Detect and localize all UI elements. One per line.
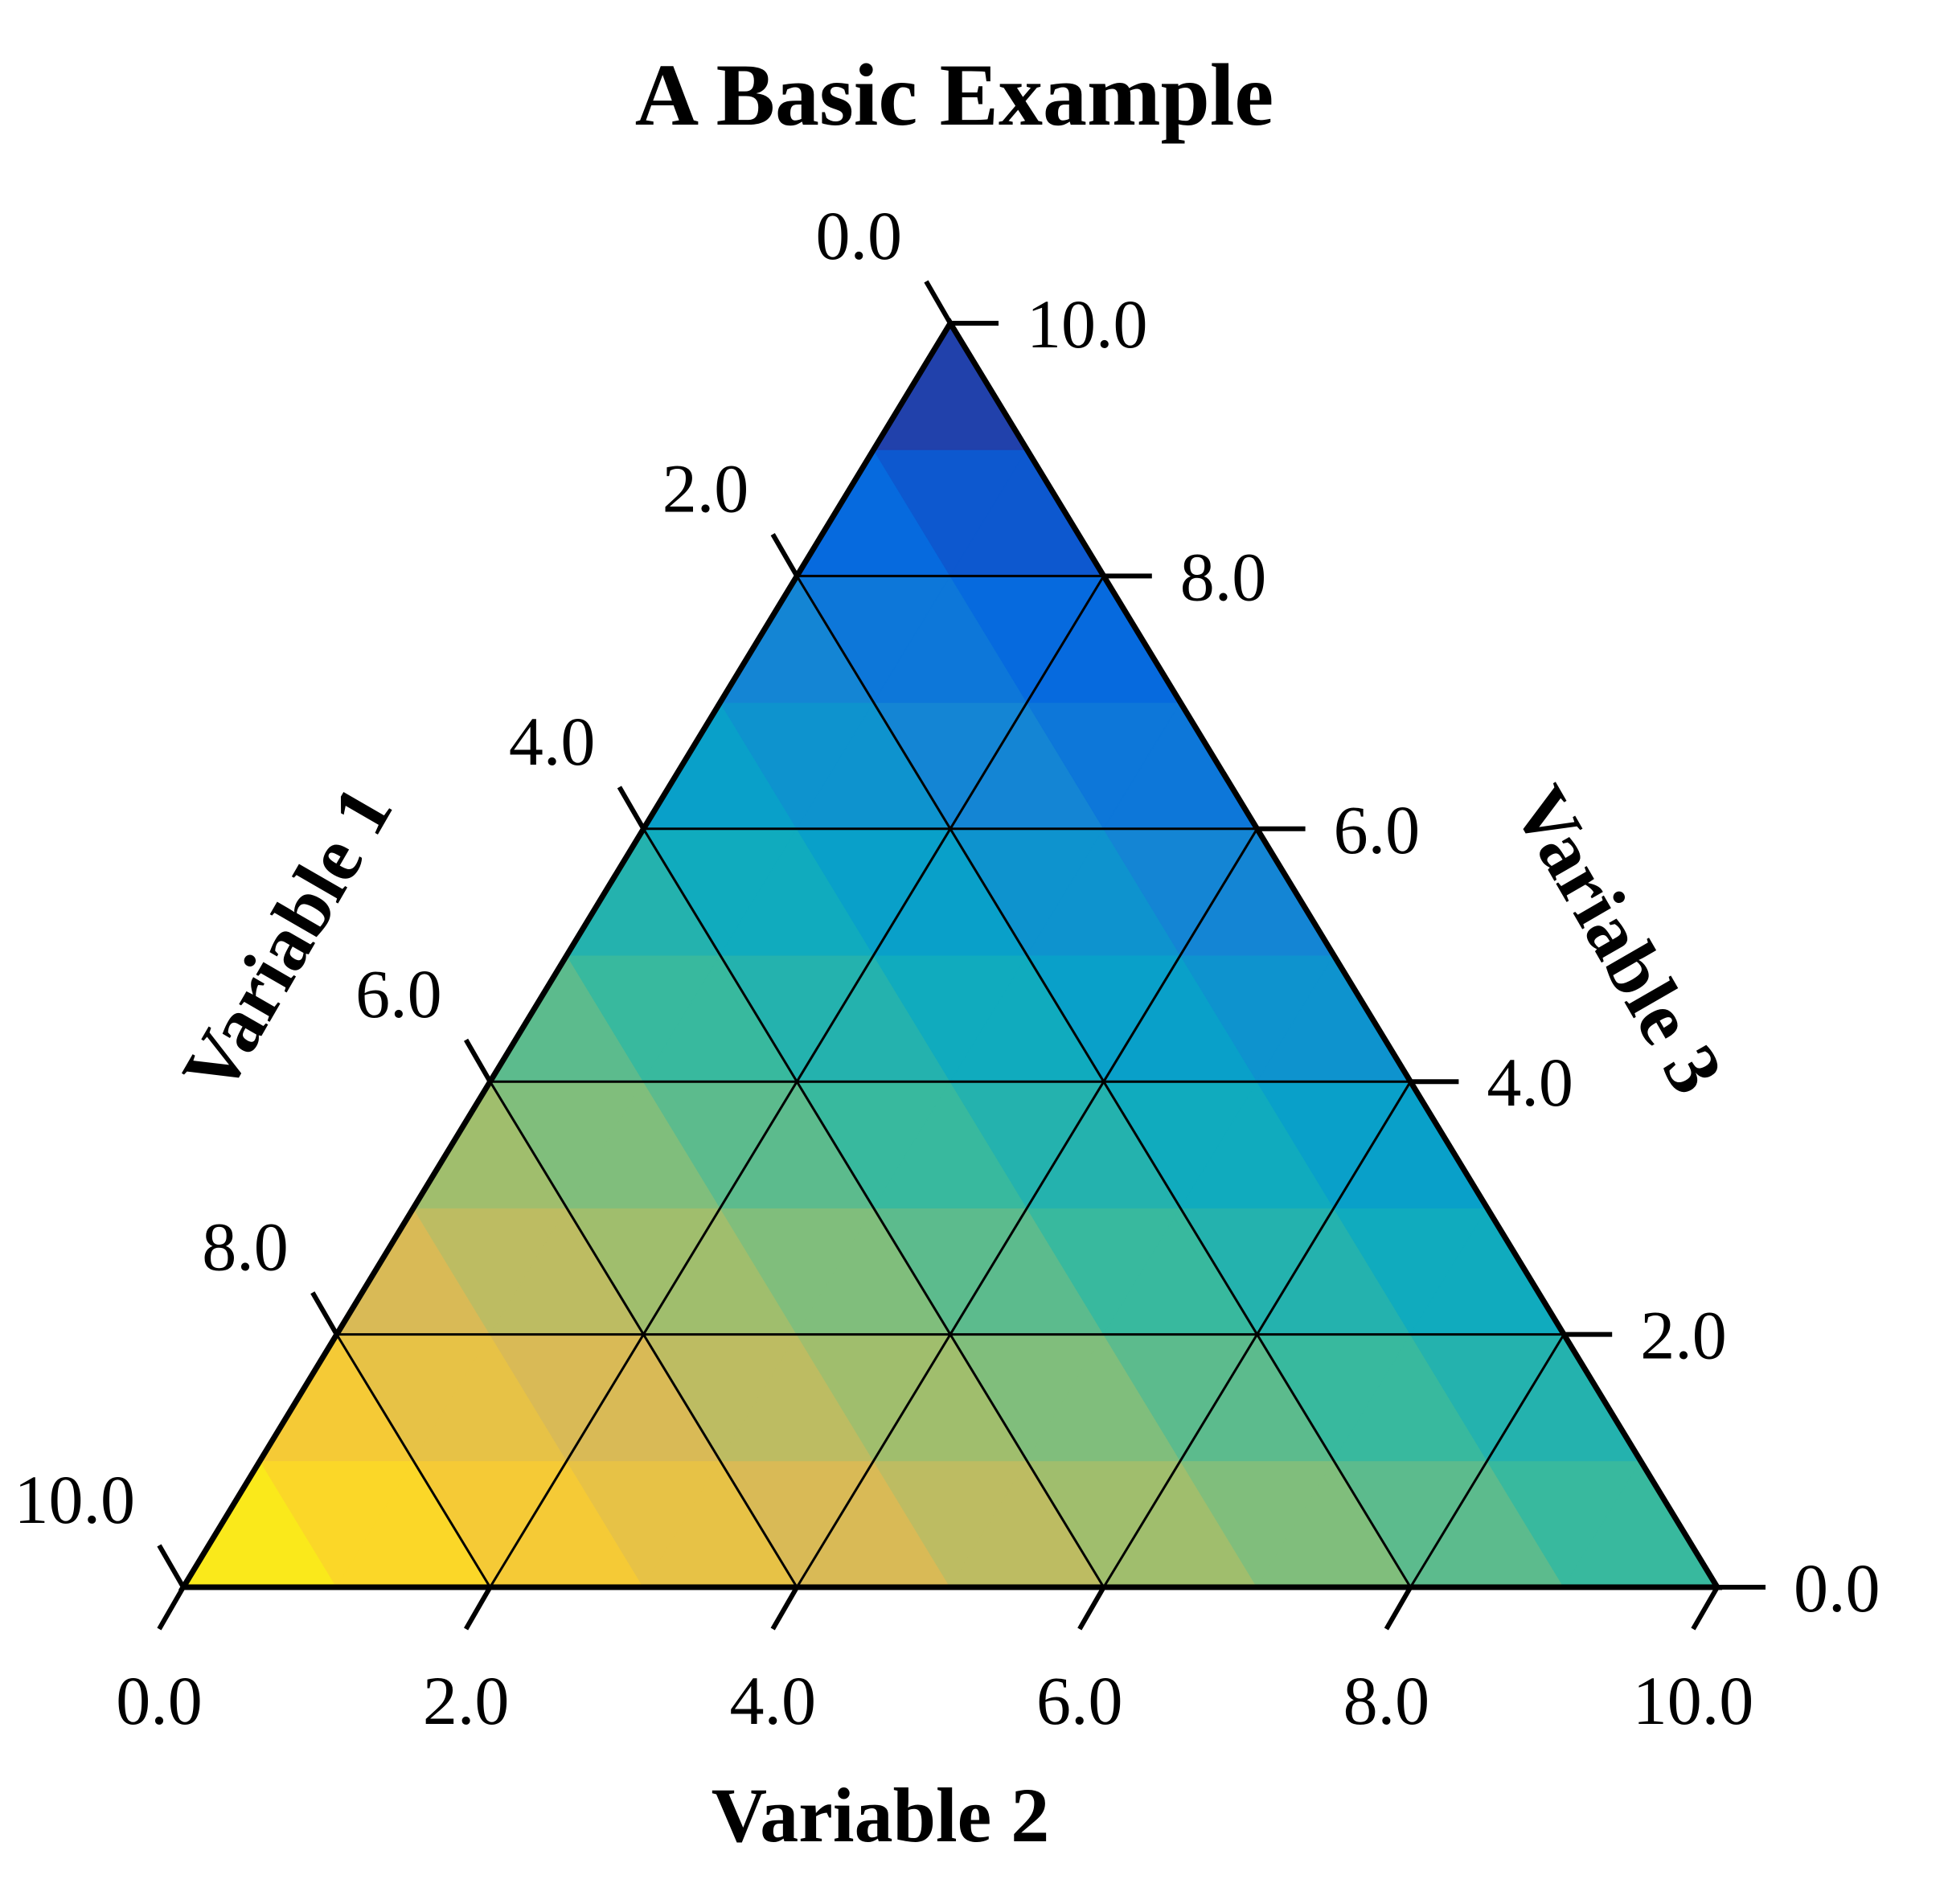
right-axis-tick-label: 0.0 (1794, 1549, 1880, 1627)
bottom-axis-tick (464, 1586, 493, 1631)
left-axis-tick-label: 8.0 (202, 1208, 289, 1286)
left-axis-label: Variable 1 (165, 772, 408, 1108)
right-axis-tick-label: 4.0 (1487, 1044, 1573, 1121)
bottom-axis-tick-label: 4.0 (729, 1662, 816, 1739)
bottom-axis-tick-label: 8.0 (1343, 1662, 1430, 1739)
bottom-axis-tick-label: 10.0 (1633, 1662, 1754, 1739)
left-axis-tick-label: 10.0 (14, 1461, 136, 1538)
bottom-axis-tick (770, 1586, 799, 1631)
right-axis-tick-label: 8.0 (1180, 538, 1267, 615)
triangle-border (178, 318, 1723, 1590)
left-axis-tick-label: 6.0 (355, 955, 442, 1032)
bottom-axis-tick (1691, 1586, 1720, 1631)
left-axis-tick (157, 1544, 186, 1589)
left-axis-tick (464, 1038, 493, 1083)
heatmap-cell (872, 322, 1028, 450)
bottom-axis-tick-label: 6.0 (1036, 1662, 1123, 1739)
right-axis-tick-label: 2.0 (1640, 1297, 1727, 1374)
left-axis-tick (770, 532, 799, 577)
grid-line (335, 1333, 491, 1588)
grid-line (795, 575, 1412, 1588)
left-axis-tick (310, 1291, 339, 1336)
bottom-axis-tick-label: 0.0 (116, 1662, 203, 1739)
chart-title: A Basic Example (635, 46, 1274, 144)
triangle-outline (178, 318, 1723, 1590)
tick-marks (157, 280, 1766, 1631)
grid-line (642, 828, 1105, 1588)
left-axis-tick-label: 4.0 (509, 703, 596, 780)
right-axis-tick-label: 10.0 (1027, 285, 1148, 363)
left-axis-tick-label: 2.0 (662, 449, 749, 527)
left-axis-tick-label: 0.0 (816, 197, 903, 274)
bottom-axis-tick (157, 1586, 186, 1631)
grid-line (795, 828, 1258, 1588)
left-axis-tick (617, 786, 646, 831)
bottom-axis-tick-label: 2.0 (423, 1662, 510, 1739)
tick-labels: 0.0 2.0 4.0 6.0 8.0 10.0 0.0 2.0 4.0 6.0 8.0 10.0 0.… (14, 197, 1880, 1739)
grid-lines (335, 574, 1565, 1588)
bottom-axis-tick (1384, 1586, 1413, 1631)
bottom-axis-tick (1077, 1586, 1106, 1631)
grid-line (489, 1081, 798, 1588)
right-axis-tick-label: 6.0 (1334, 791, 1421, 868)
bottom-axis-label: Variable 2 (712, 1772, 1049, 1858)
left-axis-tick (924, 280, 953, 325)
grid-line (1409, 1333, 1565, 1588)
